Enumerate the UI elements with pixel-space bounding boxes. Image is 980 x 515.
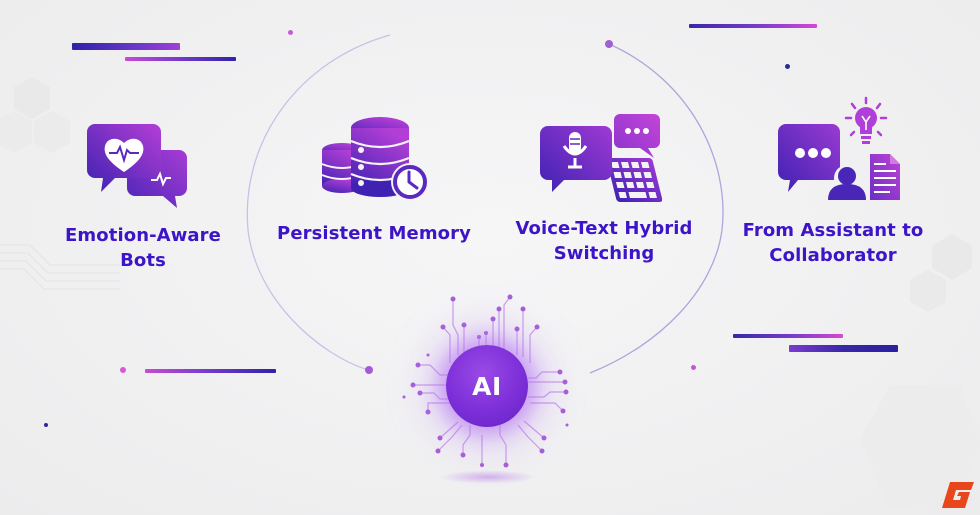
- ai-label: AI: [472, 371, 502, 401]
- decorative-dot: [691, 365, 696, 370]
- decorative-bar: [789, 345, 898, 352]
- heart-pulse-chat-icon: [87, 124, 187, 208]
- decorative-bar: [733, 334, 843, 338]
- decorative-bar: [689, 24, 817, 28]
- background-hexagons-right: [910, 234, 972, 312]
- decorative-bar: [72, 43, 180, 50]
- ai-core-circle: AI: [446, 345, 528, 427]
- ai-circuit-chip-icon: [402, 294, 569, 468]
- feature-label-emotion-aware-bots: Emotion-Aware Bots: [65, 225, 221, 271]
- brand-logo-icon: [942, 482, 974, 508]
- background-circuit-lines: [0, 244, 120, 290]
- decorative-dot: [288, 30, 293, 35]
- decorative-bar: [145, 369, 276, 373]
- feature-label-assistant-to-collaborator: From Assistant to Collaborator: [742, 220, 924, 266]
- background-hexagon-bottom-right: [860, 385, 980, 510]
- decorative-dot: [44, 423, 48, 427]
- decorative-dot: [120, 367, 126, 373]
- microphone-keyboard-chat-icon: [540, 114, 662, 202]
- decorative-dot: [785, 64, 790, 69]
- decorative-bar: [125, 57, 236, 61]
- database-clock-icon: [321, 117, 429, 200]
- chat-person-idea-document-icon: [778, 96, 900, 200]
- background-hexagons-left: [0, 77, 70, 153]
- ai-glow-shadow: [440, 470, 536, 484]
- feature-label-persistent-memory: Persistent Memory: [277, 223, 471, 244]
- feature-label-voice-text-hybrid-switching: Voice-Text Hybrid Switching: [515, 218, 693, 264]
